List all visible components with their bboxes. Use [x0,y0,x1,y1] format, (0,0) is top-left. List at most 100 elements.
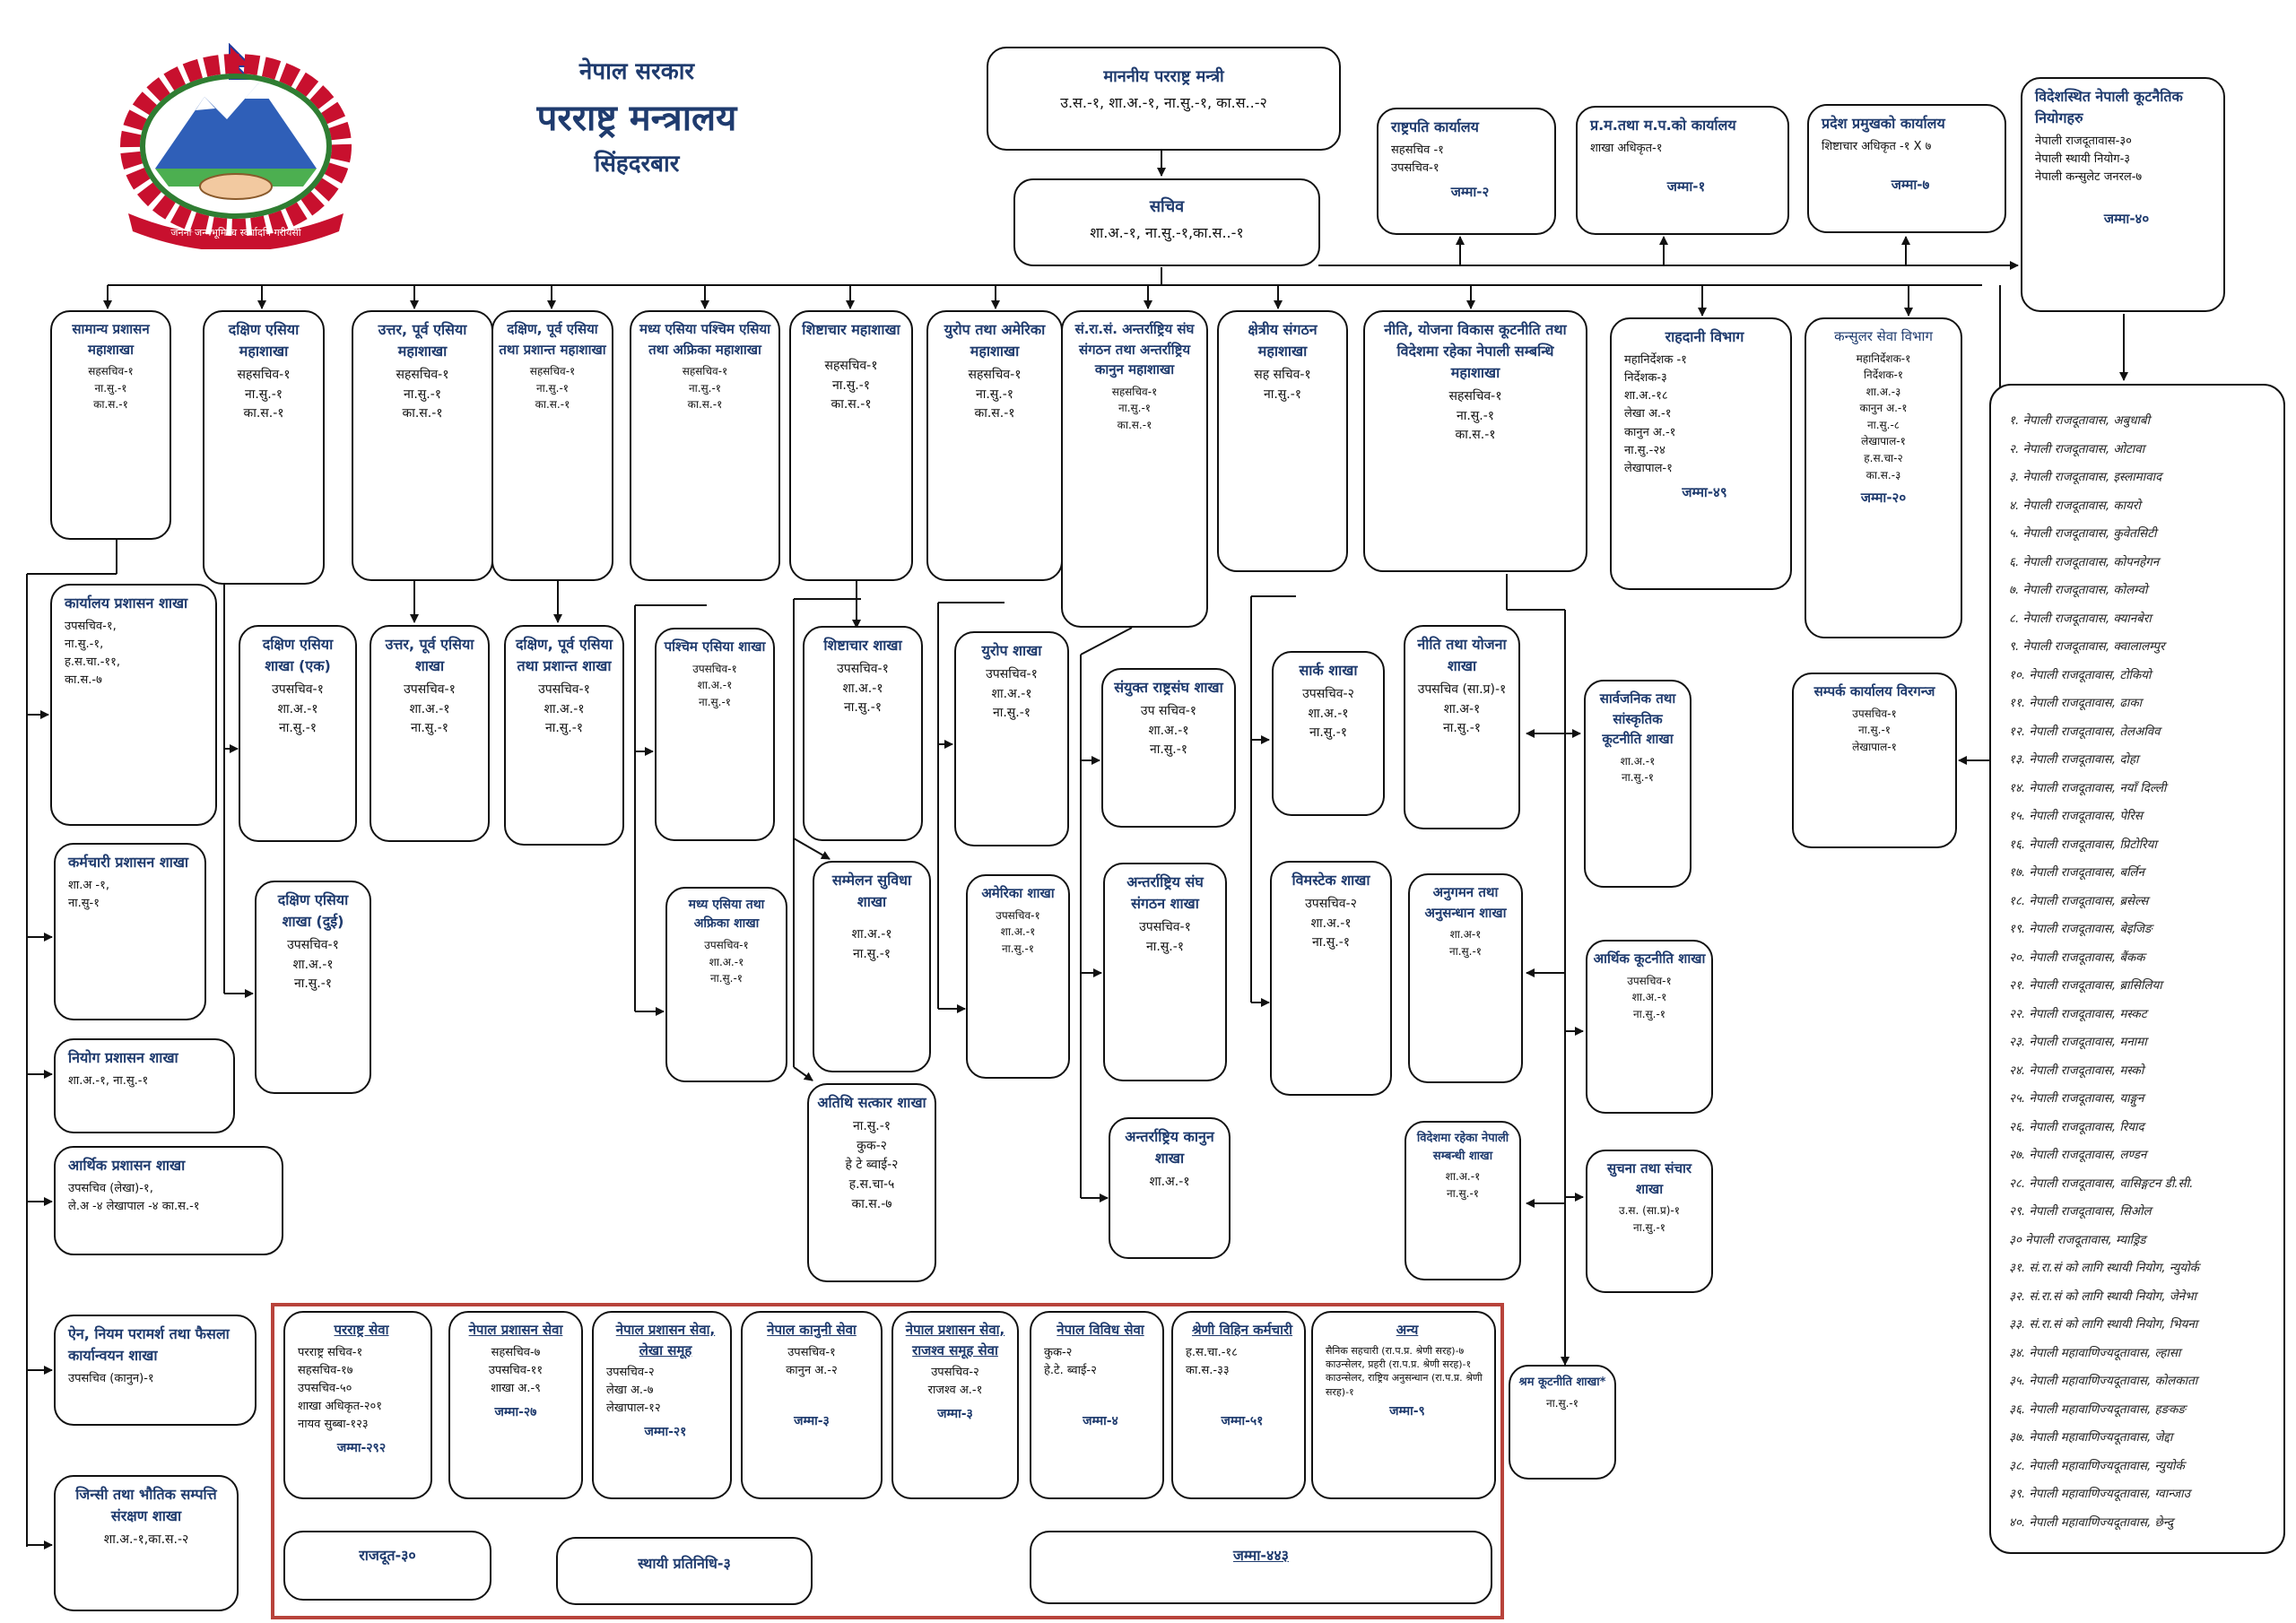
embassy-list-item: २९. नेपाली राजदूतावास, सिओल [2009,1205,2152,1219]
office-province: प्रदेश प्रमुखको कार्यालय शिष्टाचार अधिकृ… [1807,104,2006,233]
staff-line: ना.सु.-१ [1311,935,1351,950]
embassy-list-item: १२. नेपाली राजदूतावास, तेलअविव [2009,725,2161,739]
box-title: जम्मा-४४३ [1233,1547,1289,1564]
staff-line: का.स.-१ [402,406,443,421]
division-policy-planning: नीति, योजना विकास कूटनीति तथा विदेशमा रह… [1363,310,1587,572]
office-president: राष्ट्रपति कार्यालय सहसचिव -१ उपसचिव-१ ज… [1377,108,1556,235]
staff-line: ना.सु.-८ [1866,418,1900,431]
box-title: सं.रा.सं. अन्तर्राष्ट्रिय संघ संगठन तथा … [1074,321,1195,378]
staff-line: लेखापाल-१ [1861,435,1906,448]
embassy-list-item: १७. नेपाली राजदूतावास, बर्लिन [2009,866,2144,880]
staff-line: उपसचिव-२ [931,1366,979,1379]
box-title: ऐन, नियम परामर्श तथा फैसला कार्यान्वयन श… [68,1325,230,1364]
staff-line: उपसचिव-१ [272,682,324,697]
staff-line: शा.अ.-१ [842,681,883,696]
box-title: मध्य एसिया तथा अफ्रिका शाखा [688,898,765,931]
staff-line: ना.सु.-२४ [1624,443,1665,457]
staff-line: शा.अ.-१, ना.सु.-१,का.स..-१ [1090,224,1244,241]
box-title: शिष्टाचार महाशाखा [802,321,900,338]
box-title: सुचना तथा संचार शाखा [1606,1160,1692,1197]
embassy-list-item: १५. नेपाली राजदूतावास, पेरिस [2009,810,2143,823]
staff-line: उ.स. (सा.प्र)-१ [1619,1204,1680,1217]
box-title: शिष्टाचार शाखा [823,637,902,654]
staff-line: शा.अ.-१ [544,701,585,716]
section-office-admin: कार्यालय प्रशासन शाखा उपसचिव-१,ना.सु.-१,… [50,584,217,826]
box-title: जिन्सी तथा भौतिक सम्पत्ति संरक्षण शाखा [75,1486,217,1524]
staff-line: ह.स.चा-२ [1864,452,1903,465]
staff-line: महानिर्देशक-१ [1856,352,1911,365]
embassy-list-item: ३२. सं.रा.सं को लागि स्थायी नियोग, जेनेभ… [2009,1289,2196,1304]
box-title: दक्षिण, पूर्व एसिया तथा प्रशान्त शाखा [515,636,613,674]
staff-line: शिष्टाचार अधिकृत -१ X ७ [1822,140,1932,153]
box-title: नीति तथा योजना शाखा [1417,636,1507,674]
staff-line: उपसचिव (सा.प्र)-१ [1417,682,1507,697]
staff-line: ना.सु.-१ [535,381,570,395]
box-title: नेपाल प्रशासन सेवा [468,1322,563,1338]
staff-line: ना.सु.-१ [852,1119,891,1133]
header-ministry: परराष्ट्र मन्त्रालय [536,98,737,139]
staff-line: शा.अ.-१ [1620,754,1656,768]
staff-line: सहसचिव-७ [491,1345,541,1359]
box-title: आर्थिक कूटनीति शाखा [1593,950,1706,967]
box-title: दक्षिण, पूर्व एसिया तथा प्रशान्त महाशाखा [499,321,606,358]
box-total: जम्मा-२७ [494,1404,537,1419]
staff-line: का.स.-७ [851,1196,892,1211]
embassy-list-item: २२. नेपाली राजदूतावास, मस्कट [2009,1007,2147,1021]
staff-line: ना.सु.-१ [1632,1220,1666,1234]
staff-line: ना.सु.-१ [698,695,732,708]
box-total: जम्मा-४९ [1682,483,1727,500]
staff-line: का.स.-१ [93,398,128,412]
embassy-list-item: २४. नेपाली राजदूतावास, मस्को [2009,1063,2144,1078]
staff-line: सहसचिव-१ [1111,385,1158,398]
staff-line: शा.अ.-१८ [1624,389,1668,404]
staff-line: का.स.-१ [243,406,284,421]
box-title: सार्वजनिक तथा सांस्कृतिक कूटनीति शाखा [1599,690,1676,747]
staff-line: लेखा अ.-१ [1624,407,1672,421]
embassy-list: १. नेपाली राजदूतावास, अबुधाबी२. नेपाली र… [1989,384,2285,1554]
staff-line: शाखा अधिकृत-१ [1590,142,1663,155]
box-title: नेपाल कानुनी सेवा [767,1322,857,1338]
staff-line: उ.स.-१, शा.अ.-१, ना.सु.-१, का.स..-२ [1060,94,1267,111]
embassy-list-item: १३. नेपाली राजदूतावास, दोहा [2009,753,2139,767]
staff-line: शा.अ.-१ [709,955,744,968]
staff-line: ना.सु.-१ [278,721,317,736]
box-title: विमस्टेक शाखा [1292,872,1370,889]
staff-line: लेखा अ.-७ [606,1384,654,1398]
box-total: जम्मा-४ [1083,1413,1118,1428]
staff-line: उपसचिव-१ [692,662,737,675]
staff-line: ना.सु.-१ [992,706,1031,721]
box-title: राजदूत-३० [359,1547,416,1564]
embassy-list-item: २. नेपाली राजदूतावास, ओटावा [2009,442,2145,456]
staff-line: कानुन अ.-२ [786,1363,838,1377]
staff-line: ना.सु.-१ [975,386,1014,402]
embassy-list-item: १९. नेपाली राजदूतावास, बेइजिङ [2009,923,2152,936]
staff-line: सहसचिव -१ [1391,143,1444,157]
box-total: जम्मा-२० [1860,490,1907,507]
box-title: श्रम कूटनीति शाखा* [1518,1376,1606,1389]
staff-line: सहसचिव-१ [396,368,449,382]
staff-line: का.स.-१ [535,398,570,412]
service-others: अन्य सैनिक सहचारी (रा.प.प्र. श्रेणी सरह)… [1311,1311,1496,1499]
staff-line: उपसचिव-१ [287,938,339,952]
staff-line: लेखापाल-१ [1624,461,1673,475]
box-title: अन्तर्राष्ट्रिय संघ संगठन शाखा [1126,873,1204,912]
staff-line: का.स.-७ [65,673,102,688]
box-title: अन्तर्राष्ट्रिय कानुन शाखा [1125,1128,1214,1167]
box-title: कर्मचारी प्रशासन शाखा [68,854,189,871]
box-total: जम्मा-१ [1666,178,1706,195]
embassy-list-item: ४०. नेपाली महावाणिज्यदूतावास, छेन्दु [2009,1515,2174,1530]
staff-line: उप सचिव-१ [1140,704,1197,718]
box-title: क्षेत्रीय संगठन महाशाखा [1248,321,1318,360]
section-public-cultural-diplomacy: सार्वजनिक तथा सांस्कृतिक कूटनीति शाखा शा… [1584,680,1692,888]
